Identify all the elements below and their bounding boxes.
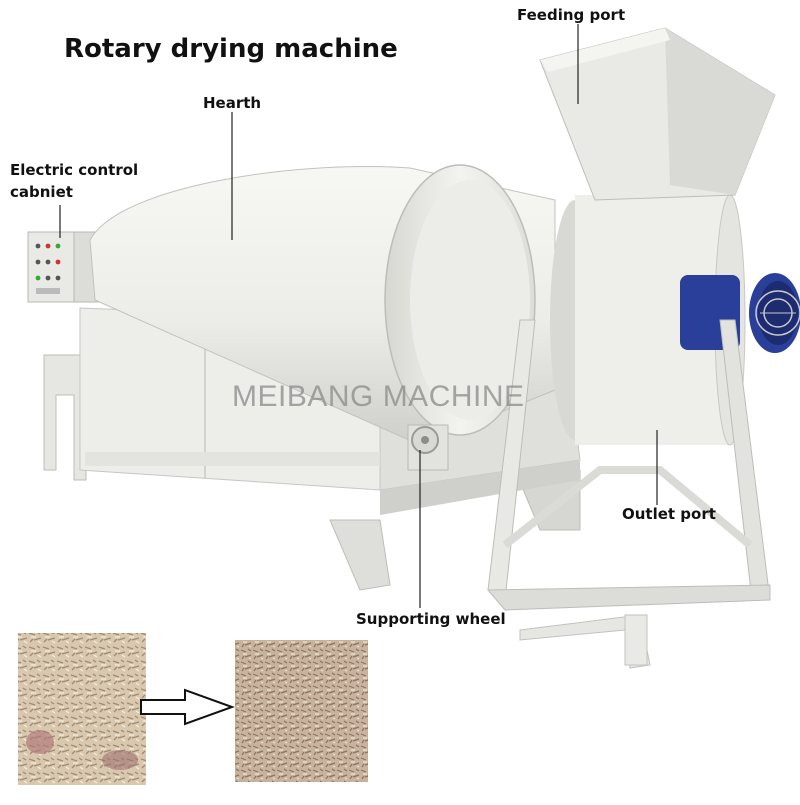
- dried-material-image: [235, 640, 368, 782]
- supporting-wheel: [407, 424, 449, 471]
- page-title: Rotary drying machine: [64, 34, 398, 64]
- label-feeding-port: Feeding port: [517, 6, 626, 24]
- arrow-right-icon: [140, 688, 235, 726]
- base-frame: [43, 354, 581, 591]
- fan-grille-icon: [755, 290, 800, 336]
- control-button-icon: [35, 243, 61, 294]
- leader-lines: [59, 24, 658, 608]
- front-stand: [486, 319, 771, 669]
- fan-motor: [680, 273, 800, 353]
- label-electric-cabinet: cabniet: [10, 183, 73, 201]
- label-electric-control: Electric control: [10, 161, 139, 179]
- feeding-hopper: [539, 27, 776, 201]
- watermark-text: MEIBANG MACHINE: [232, 380, 525, 413]
- label-hearth: Hearth: [203, 94, 262, 112]
- label-outlet-port: Outlet port: [622, 505, 716, 523]
- label-supporting-wheel: Supporting wheel: [356, 610, 506, 628]
- raw-material-image: [18, 633, 146, 785]
- hearth-drum: [89, 164, 556, 446]
